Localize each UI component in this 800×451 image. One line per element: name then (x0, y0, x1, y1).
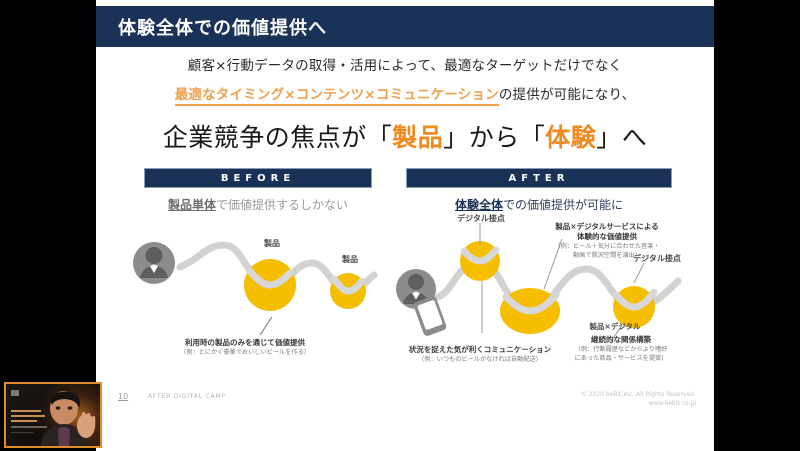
after-node-label-digital-2: デジタル接点 (633, 254, 681, 263)
after-caption-2-main: 状況を捉えた気が利くコミュニケーション (408, 345, 552, 354)
before-subtitle-rest: で価値提供するしかない (216, 198, 349, 212)
before-caption-example: （例：とにかく豪華でおいしいビールを作る） (180, 349, 310, 356)
before-caption-main: 利用時の製品のみを通じて価値提供 (185, 338, 305, 347)
leader-caption-product-digital (543, 238, 563, 290)
journey-line-over-node-a1 (460, 246, 500, 265)
after-subtitle-rest: での価値提供が可能に (503, 198, 624, 212)
header-line-3-product: 製品 (392, 123, 444, 152)
section-subtitle-before: 製品単体で価値提供するしかない (144, 196, 372, 213)
person-icon (133, 242, 175, 284)
journey-line-over-node-1 (246, 267, 294, 289)
leader-caption-relationship (609, 324, 623, 344)
presenter-hand (77, 412, 96, 438)
header-line-2: 最適なタイミング×コンテンツ×コミュニケーションの提供が可能になり、 (96, 84, 714, 106)
webcam-slide-text-line-4 (11, 426, 47, 428)
journey-line-over-node-a3 (612, 288, 658, 311)
after-subtitle-underline: 体験全体 (454, 198, 503, 212)
journey-line-over-node-2 (330, 275, 366, 295)
header-line-2-rest: の提供が可能になり、 (498, 87, 636, 103)
after-caption-1-main: 製品×デジタルサービスによる (555, 222, 659, 231)
after-caption-1-example2: 動画で贅沢空間を演出） (572, 252, 642, 259)
presenter-video-overlay[interactable] (4, 382, 102, 448)
webcam-background-slide (9, 388, 64, 444)
before-diagram-svg (133, 241, 378, 336)
header-line-2-highlight: 最適なタイミング×コンテンツ×コミュニケーション (174, 87, 499, 106)
after-caption-3-example2: にあった商品・サービスを提案） (574, 355, 668, 362)
company-url: www.bebit.co.jp (648, 400, 696, 407)
webcam-slide-logo (11, 390, 19, 396)
after-caption-2-example: （例：いつものビールがなければ自動配送） (418, 356, 542, 363)
section-bar-before-label: BEFORE (220, 172, 296, 184)
webcam-slide-text-line-1 (11, 410, 41, 413)
journey-line-over-node-a2 (502, 291, 560, 315)
before-caption: 利用時の製品のみを通じて価値提供 （例：とにかく豪華でおいしいビールを作る） (120, 338, 370, 357)
webcam-slide-text-line-3 (11, 420, 37, 423)
before-caption-leader (259, 316, 273, 336)
header-line-3-a: 企業競争の焦点が「 (162, 123, 393, 152)
header-line-3-c: 」から「 (443, 123, 546, 152)
after-caption-relationship: 継続的な関係構築 （例：行動履歴などからより嗜好 にあった商品・サービスを提案） (546, 335, 696, 363)
copyright-text: © 2020 beBit,inc. All Rights Reserved. (580, 391, 696, 398)
after-node-label-product-digital: 製品×デジタル (589, 322, 641, 331)
after-caption-3-example: （例：行動履歴などからより嗜好 (574, 346, 668, 353)
slide-header-text: 顧客×行動データの取得・活用によって、最適なターゲットだけでなく 最適なタイミン… (96, 56, 714, 154)
before-node-label-1: 製品 (264, 239, 280, 248)
section-subtitle-after: 体験全体での価値提供が可能に (406, 196, 672, 213)
after-diagram-svg (396, 223, 682, 344)
webcam-slide-text-line-2 (11, 415, 45, 418)
header-line-1: 顧客×行動データの取得・活用によって、最適なターゲットだけでなく (187, 58, 623, 74)
before-node-label-2: 製品 (342, 255, 358, 264)
presentation-slide: 体験全体での価値提供へ 顧客×行動データの取得・活用によって、最適なターゲットだ… (96, 0, 714, 451)
section-bar-after: AFTER (406, 168, 672, 188)
person-with-phone-icon (396, 269, 447, 336)
section-bar-after-label: AFTER (508, 172, 570, 184)
after-diagram: デジタル接点 製品×デジタル デジタル接点 (396, 214, 696, 375)
webcam-slide-text-line-5 (11, 432, 33, 434)
page-number: 10 (118, 392, 129, 401)
page-title: 体験全体での価値提供へ (118, 17, 327, 39)
slide-title-bar: 体験全体での価値提供へ (96, 6, 714, 47)
after-caption-1-example: （例：ビール＋気分に合わせた音楽・ (554, 243, 660, 250)
header-line-3-e: 」へ (596, 123, 648, 152)
presenter-silhouette (40, 391, 96, 446)
after-caption-1-main2: 体験的な価値提供 (577, 232, 637, 241)
leader-digital-2 (633, 262, 645, 284)
after-node-label-digital-1: デジタル接点 (457, 214, 505, 223)
before-subtitle-underline: 製品単体 (167, 198, 216, 212)
deck-name: AFTER DIGITAL CAMP (148, 393, 226, 400)
before-diagram: 製品 製品 (132, 225, 382, 375)
after-caption-product-digital: 製品×デジタルサービスによる 体験的な価値提供 （例：ビール＋気分に合わせた音楽… (532, 222, 682, 260)
smartphone-icon (413, 296, 447, 336)
section-bar-before: BEFORE (144, 168, 372, 188)
header-line-3: 企業競争の焦点が「製品」から「体験」へ (96, 118, 714, 154)
header-line-3-experience: 体験 (545, 123, 597, 152)
after-caption-communication: 状況を捉えた気が利くコミュニケーション （例：いつものビールがなければ自動配送） (390, 345, 570, 364)
after-caption-3-main: 継続的な関係構築 (591, 335, 651, 344)
copyright-block: © 2020 beBit,inc. All Rights Reserved. w… (581, 390, 696, 408)
